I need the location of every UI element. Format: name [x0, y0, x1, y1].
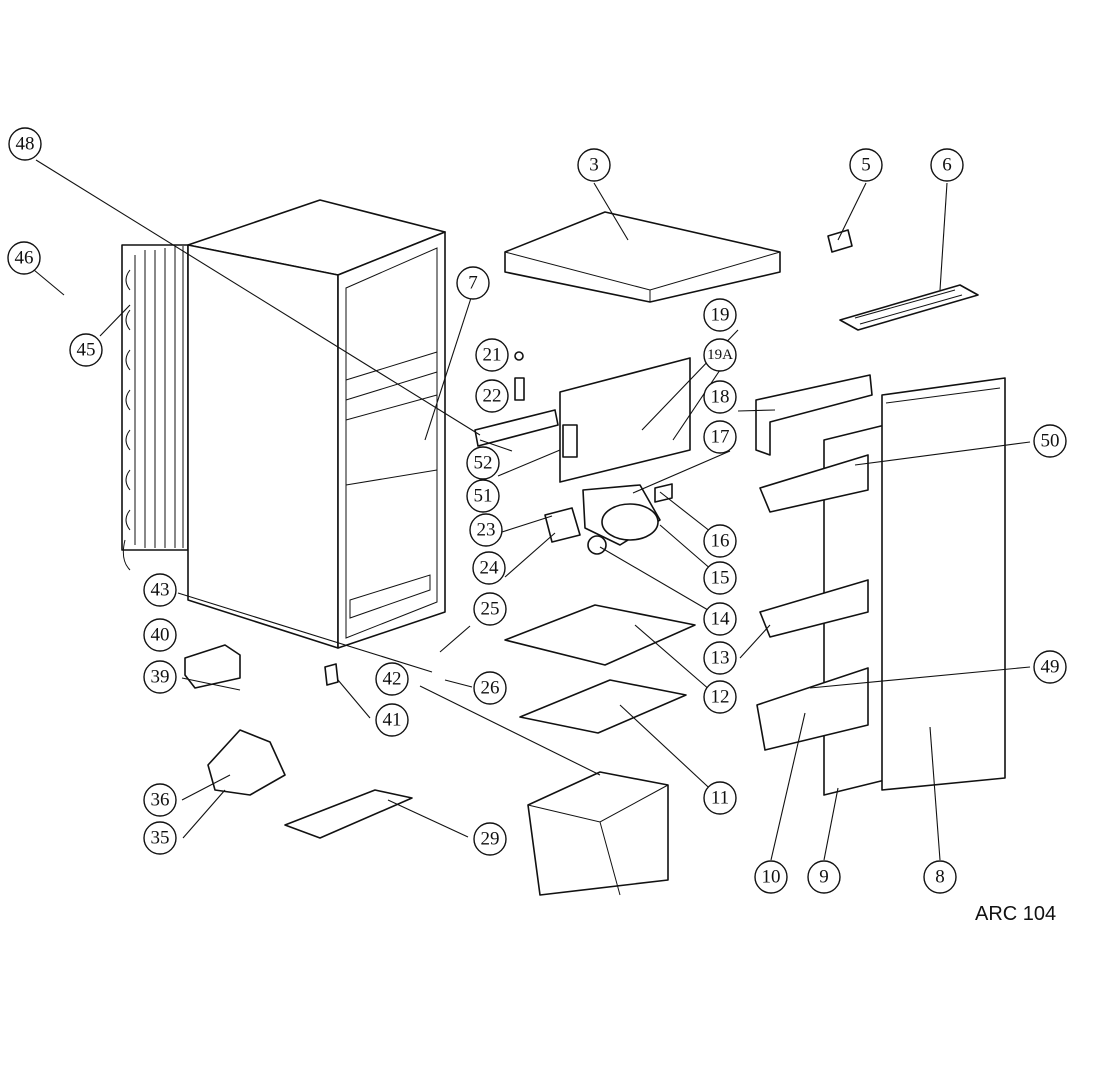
callout-9: 9: [807, 860, 841, 894]
callout-label: 22: [483, 386, 502, 407]
hinge-plate: [514, 377, 525, 401]
callout-40: 40: [143, 618, 177, 652]
callout-label: 40: [151, 625, 170, 646]
callout-label: 26: [481, 678, 500, 699]
door-balcony-bottom: [756, 667, 869, 751]
door-stop: [755, 374, 873, 456]
control-panel: [839, 284, 979, 331]
callout-label: 15: [711, 568, 730, 589]
callout-label: 17: [711, 427, 730, 448]
callout-17: 17: [703, 420, 737, 454]
freezer-door: [559, 357, 691, 483]
callout-label: 51: [474, 486, 493, 507]
callout-3: 3: [577, 148, 611, 182]
callout-41: 41: [375, 703, 409, 737]
thermostat-knob: [587, 535, 607, 555]
callout-label: 29: [481, 829, 500, 850]
callout-label: 24: [480, 558, 500, 579]
callout-label: 42: [383, 669, 402, 690]
callout-label: 8: [935, 867, 945, 888]
compressor: [207, 729, 286, 796]
callout-42: 42: [375, 662, 409, 696]
door: [881, 377, 1006, 791]
callout-36: 36: [143, 783, 177, 817]
top-hinge: [827, 229, 853, 253]
callout-22: 22: [475, 379, 509, 413]
callout-label: 52: [474, 453, 493, 474]
callout-39: 39: [143, 660, 177, 694]
drip-tray: [474, 409, 559, 447]
callout-label: 50: [1041, 431, 1060, 452]
callout-23: 23: [469, 513, 503, 547]
callout-label: 14: [711, 609, 731, 630]
callout-label: 12: [711, 687, 730, 708]
callout-45: 45: [69, 333, 103, 367]
callout-43: 43: [143, 573, 177, 607]
callout-label: 41: [383, 710, 402, 731]
callout-49: 49: [1033, 650, 1067, 684]
callout-21: 21: [475, 338, 509, 372]
callout-50: 50: [1033, 424, 1067, 458]
callout-11: 11: [703, 781, 737, 815]
callout-label: 23: [477, 520, 496, 541]
callout-label: 10: [762, 867, 781, 888]
callout-label: 5: [861, 155, 871, 176]
callout-label: 16: [711, 531, 730, 552]
callout-label: 19: [711, 305, 730, 326]
callout-label: 9: [819, 867, 829, 888]
top-cover: [504, 211, 781, 303]
callout-52: 52: [466, 446, 500, 480]
callout-label: 19A: [707, 347, 733, 363]
callout-label: 13: [711, 648, 730, 669]
callout-19a: 19A: [703, 338, 737, 372]
callout-label: 7: [468, 273, 478, 294]
cabinet-body: [187, 199, 446, 649]
callout-7: 7: [456, 266, 490, 300]
door-balcony-top: [759, 454, 869, 513]
callout-46: 46: [7, 241, 41, 275]
callout-18: 18: [703, 380, 737, 414]
callout-29: 29: [473, 822, 507, 856]
callout-label: 39: [151, 667, 170, 688]
callout-12: 12: [703, 680, 737, 714]
callout-26: 26: [473, 671, 507, 705]
drain-pan: [184, 644, 241, 689]
condenser-coil: [121, 244, 189, 571]
callout-51: 51: [466, 479, 500, 513]
callout-14: 14: [703, 602, 737, 636]
callout-label: 45: [77, 340, 96, 361]
callout-48: 48: [8, 127, 42, 161]
callout-13: 13: [703, 641, 737, 675]
callout-24: 24: [472, 551, 506, 585]
callout-15: 15: [703, 561, 737, 595]
callout-35: 35: [143, 821, 177, 855]
callout-label: 6: [942, 155, 952, 176]
callout-label: 25: [481, 599, 500, 620]
wire-shelf: [504, 604, 696, 666]
callout-label: 3: [589, 155, 599, 176]
callout-8: 8: [923, 860, 957, 894]
callout-10: 10: [754, 860, 788, 894]
crisper-drawer: [527, 771, 669, 896]
glass-shelf: [519, 679, 687, 734]
callout-label: 11: [711, 788, 729, 809]
callout-19: 19: [703, 298, 737, 332]
callout-label: 35: [151, 828, 170, 849]
callout-6: 6: [930, 148, 964, 182]
callout-5: 5: [849, 148, 883, 182]
model-code: ARC 104: [975, 903, 1057, 925]
callout-label: 46: [15, 248, 34, 269]
callout-label: 43: [151, 580, 170, 601]
callout-label: 36: [151, 790, 170, 811]
callout-label: 49: [1041, 657, 1060, 678]
callout-label: 21: [483, 345, 502, 366]
callout-label: 18: [711, 387, 730, 408]
callout-label: 48: [16, 134, 35, 155]
callout-16: 16: [703, 524, 737, 558]
starter-relay: [324, 663, 339, 686]
leader-lines: [33, 159, 1031, 861]
callout-25: 25: [473, 592, 507, 626]
base-plate: [284, 789, 413, 839]
